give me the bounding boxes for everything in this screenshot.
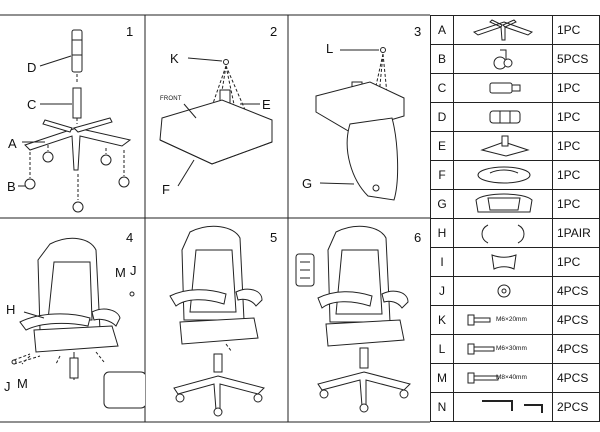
parts-list-table: A 1PC B 5PCS C 1PC D 1PC bbox=[430, 15, 600, 422]
step-number: 5 bbox=[270, 230, 278, 245]
part-qty: 4PCS bbox=[552, 305, 600, 335]
part-qty: 1PAIR bbox=[552, 218, 600, 248]
caster-wheel-icon bbox=[453, 44, 553, 74]
part-qty: 1PC bbox=[552, 131, 600, 161]
seat-cushion-icon bbox=[453, 160, 553, 190]
part-qty: 1PC bbox=[552, 102, 600, 132]
parts-row-c: C 1PC bbox=[430, 73, 600, 103]
pillow-icon bbox=[453, 247, 553, 277]
parts-row-j: J 4PCS bbox=[430, 276, 600, 306]
part-qty: 4PCS bbox=[552, 276, 600, 306]
armrest-pair-icon bbox=[453, 218, 553, 248]
label-l: L bbox=[326, 41, 334, 56]
bolt-icon: M6×20mm bbox=[453, 305, 553, 335]
parts-row-h: H 1PAIR bbox=[430, 218, 600, 248]
label-j-lower: J bbox=[4, 379, 11, 394]
bolt-icon: M8×40mm bbox=[453, 363, 553, 393]
part-qty: 1PC bbox=[552, 189, 600, 219]
part-qty: 1PC bbox=[552, 73, 600, 103]
part-letter: L bbox=[430, 334, 454, 364]
parts-row-m: M M8×40mm 4PCS bbox=[430, 363, 600, 393]
parts-row-f: F 1PC bbox=[430, 160, 600, 190]
parts-row-i: I 1PC bbox=[430, 247, 600, 277]
label-h: H bbox=[6, 302, 16, 317]
label-f: F bbox=[162, 182, 170, 197]
panel-grid bbox=[0, 14, 430, 423]
label-j: J bbox=[130, 263, 137, 278]
part-letter: N bbox=[430, 392, 454, 422]
bolt-size-label: M6×20mm bbox=[496, 316, 527, 323]
parts-row-e: E 1PC bbox=[430, 131, 600, 161]
backrest-icon bbox=[453, 189, 553, 219]
front-label: FRONT bbox=[160, 96, 182, 102]
label-g: G bbox=[302, 176, 313, 191]
part-letter: E bbox=[430, 131, 454, 161]
bolt-icon: M6×30mm bbox=[453, 334, 553, 364]
label-b: B bbox=[7, 179, 16, 194]
parts-row-d: D 1PC bbox=[430, 102, 600, 132]
parts-row-k: K M6×20mm 4PCS bbox=[430, 305, 600, 335]
backrest-drawing bbox=[315, 47, 405, 201]
step-number: 1 bbox=[126, 24, 134, 39]
part-letter: F bbox=[430, 160, 454, 190]
part-qty: 4PCS bbox=[552, 334, 600, 364]
parts-row-n: N 2PCS bbox=[430, 392, 600, 422]
seat-mechanism-drawing bbox=[159, 57, 273, 187]
label-a: A bbox=[8, 136, 17, 151]
part-qty: 2PCS bbox=[552, 392, 600, 422]
armrest-drawing bbox=[11, 237, 145, 409]
star-base-icon bbox=[453, 15, 553, 45]
tilt-mechanism-icon bbox=[453, 131, 553, 161]
step-number: 6 bbox=[414, 230, 422, 245]
part-letter: H bbox=[430, 218, 454, 248]
gas-lift-cover-icon bbox=[453, 102, 553, 132]
base-assembly-drawing bbox=[18, 29, 132, 213]
part-qty: 4PCS bbox=[552, 363, 600, 393]
part-letter: G bbox=[430, 189, 454, 219]
part-letter: J bbox=[430, 276, 454, 306]
label-k: K bbox=[170, 51, 179, 66]
parts-row-a: A 1PC bbox=[430, 15, 600, 45]
part-letter: D bbox=[430, 102, 454, 132]
step-number: 3 bbox=[414, 24, 422, 39]
part-letter: I bbox=[430, 247, 454, 277]
parts-row-b: B 5PCS bbox=[430, 44, 600, 74]
step-number: 2 bbox=[270, 24, 278, 39]
parts-row-l: L M6×30mm 4PCS bbox=[430, 334, 600, 364]
label-m: M bbox=[115, 265, 126, 280]
part-letter: M bbox=[430, 363, 454, 393]
chair-on-base-drawing bbox=[169, 225, 265, 417]
finished-chair-drawing bbox=[295, 225, 411, 413]
part-qty: 1PC bbox=[552, 247, 600, 277]
bolt-size-label: M6×30mm bbox=[496, 345, 527, 352]
part-qty: 5PCS bbox=[552, 44, 600, 74]
part-letter: B bbox=[430, 44, 454, 74]
bolt-size-label: M8×40mm bbox=[496, 374, 527, 381]
label-e: E bbox=[262, 97, 271, 112]
part-letter: A bbox=[430, 15, 454, 45]
washer-icon bbox=[453, 276, 553, 306]
allen-key-icon bbox=[453, 392, 553, 422]
label-d: D bbox=[27, 60, 37, 75]
gas-lift-icon bbox=[453, 73, 553, 103]
part-letter: C bbox=[430, 73, 454, 103]
part-letter: K bbox=[430, 305, 454, 335]
label-m-lower: M bbox=[17, 376, 28, 391]
label-c: C bbox=[27, 97, 37, 112]
step-number: 4 bbox=[126, 230, 134, 245]
part-qty: 1PC bbox=[552, 15, 600, 45]
part-qty: 1PC bbox=[552, 160, 600, 190]
parts-row-g: G 1PC bbox=[430, 189, 600, 219]
